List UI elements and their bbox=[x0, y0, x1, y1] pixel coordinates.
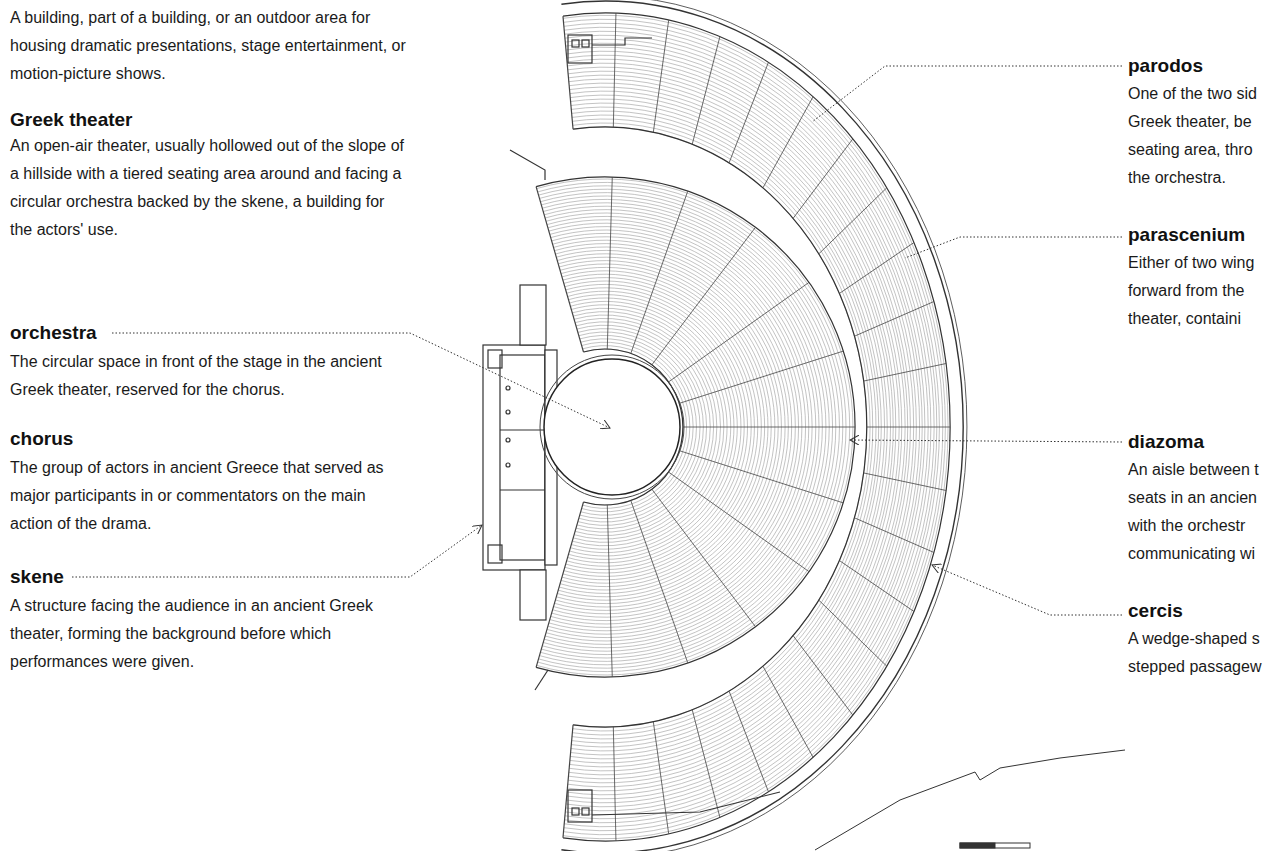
term-heading: diazoma bbox=[1128, 429, 1204, 455]
term-heading: parascenium bbox=[1128, 222, 1245, 248]
definition-text: The group of actors in ancient Greece th… bbox=[10, 454, 410, 538]
skene-building bbox=[483, 285, 557, 620]
definition-text: Either of two wing forward from the thea… bbox=[1128, 249, 1264, 333]
term-heading: cercis bbox=[1128, 598, 1183, 624]
orchestra-circle bbox=[540, 355, 684, 499]
definition-text: An open-air theater, usually hollowed ou… bbox=[10, 132, 408, 244]
parodos-walls bbox=[510, 35, 780, 822]
definition-text: A wedge-shaped s stepped passagew bbox=[1128, 625, 1264, 681]
term-heading: Greek theater bbox=[10, 107, 133, 133]
term-heading: skene bbox=[10, 564, 64, 590]
term-heading: parodos bbox=[1128, 53, 1203, 79]
seating-area bbox=[536, 0, 967, 851]
definition-text: A building, part of a building, or an ou… bbox=[10, 4, 410, 88]
site-profile bbox=[815, 750, 1125, 850]
term-heading: chorus bbox=[10, 426, 73, 452]
definition-text: One of the two sid Greek theater, be sea… bbox=[1128, 80, 1264, 192]
definition-text: The circular space in front of the stage… bbox=[10, 348, 410, 404]
definition-text: An aisle between t seats in an ancien wi… bbox=[1128, 456, 1264, 568]
term-heading: orchestra bbox=[10, 320, 97, 346]
definition-text: A structure facing the audience in an an… bbox=[10, 592, 390, 676]
